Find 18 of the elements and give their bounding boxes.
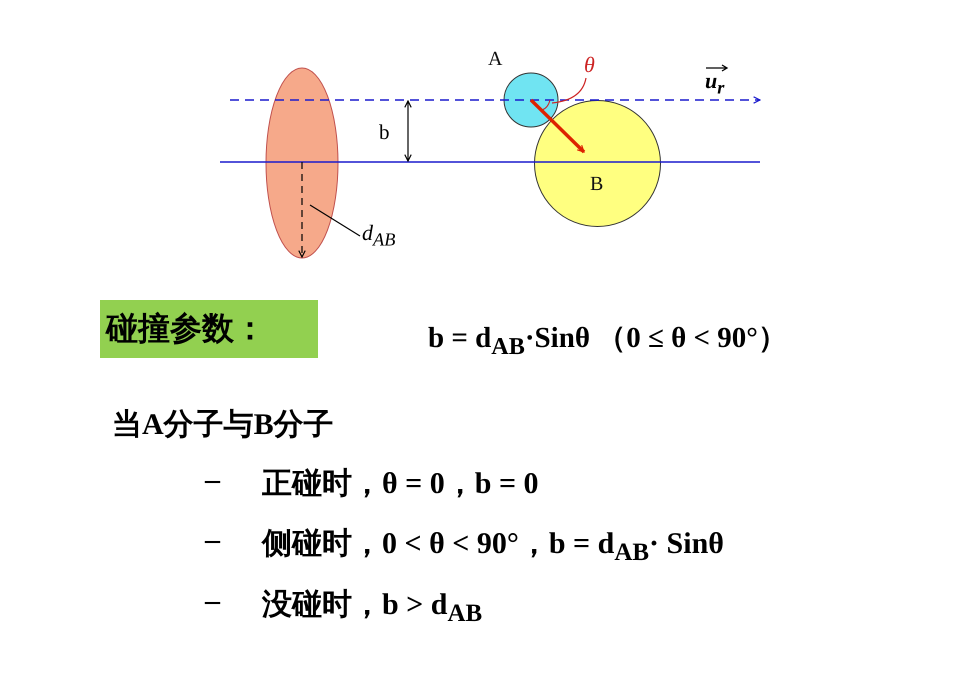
parameter-box: 碰撞参数： bbox=[100, 300, 318, 358]
leader-line bbox=[310, 204, 360, 236]
leader-line bbox=[552, 78, 587, 104]
angle-label: θ bbox=[584, 52, 604, 78]
list-item: 正碰时，θ = 0，b = 0 bbox=[262, 466, 539, 502]
bullet-dash: – bbox=[205, 463, 220, 497]
heading-text: 当A分子与B分子 bbox=[112, 407, 334, 443]
bullet-dash: – bbox=[205, 523, 220, 557]
formula-text: b = d$_{AB}$·Sinθ （0 ≤ θ < 90°） bbox=[428, 321, 787, 361]
molecule-circle: B bbox=[534, 100, 661, 227]
dimension-label: b bbox=[379, 120, 390, 145]
arrow bbox=[530, 98, 586, 154]
list-item: 侧碰时，0 < θ < 90°，b = d$_{AB}$· Sinθ bbox=[262, 526, 724, 567]
list-item: 没碰时，b > d$_{AB}$ bbox=[262, 587, 482, 628]
ellipse-shape bbox=[265, 67, 339, 259]
bullet-dash: – bbox=[205, 584, 220, 618]
vector-label: u$_{r}$ bbox=[705, 68, 724, 98]
diameter-label: d$_{AB}$ bbox=[362, 220, 412, 252]
